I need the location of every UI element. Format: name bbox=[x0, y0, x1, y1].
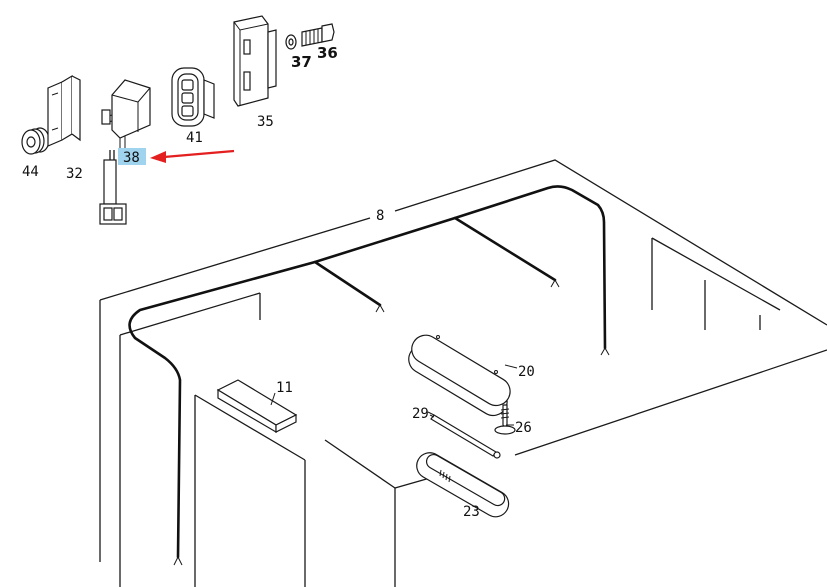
label-32: 32 bbox=[66, 166, 83, 182]
part-11-block bbox=[216, 379, 298, 434]
part-37-washer bbox=[285, 34, 297, 50]
part-29-tube bbox=[429, 414, 501, 459]
part-41-switch bbox=[171, 67, 215, 127]
label-38: 38 bbox=[123, 150, 140, 166]
label-36: 36 bbox=[317, 44, 338, 62]
label-20: 20 bbox=[518, 364, 535, 380]
leader-lines bbox=[270, 364, 518, 426]
label-35: 35 bbox=[257, 114, 274, 130]
label-44: 44 bbox=[22, 164, 39, 180]
part-44-grommet bbox=[21, 127, 50, 155]
label-29: 29 bbox=[412, 406, 429, 422]
part-23-lamp-housing bbox=[416, 452, 510, 518]
part-32-bracket bbox=[47, 74, 81, 147]
label-41: 41 bbox=[186, 130, 203, 146]
wiring-harness bbox=[128, 185, 610, 566]
part-36-bolt bbox=[301, 23, 335, 47]
callout-arrow bbox=[150, 149, 235, 163]
label-37: 37 bbox=[291, 53, 312, 71]
part-26-screw bbox=[494, 404, 516, 435]
label-23: 23 bbox=[463, 504, 480, 520]
cabinet-outline bbox=[99, 159, 827, 587]
part-35-cover bbox=[233, 15, 277, 107]
label-8: 8 bbox=[376, 208, 384, 224]
label-26: 26 bbox=[515, 420, 532, 436]
part-38-relay bbox=[99, 79, 151, 225]
highlight-38 bbox=[118, 148, 146, 165]
label-11: 11 bbox=[276, 380, 293, 396]
